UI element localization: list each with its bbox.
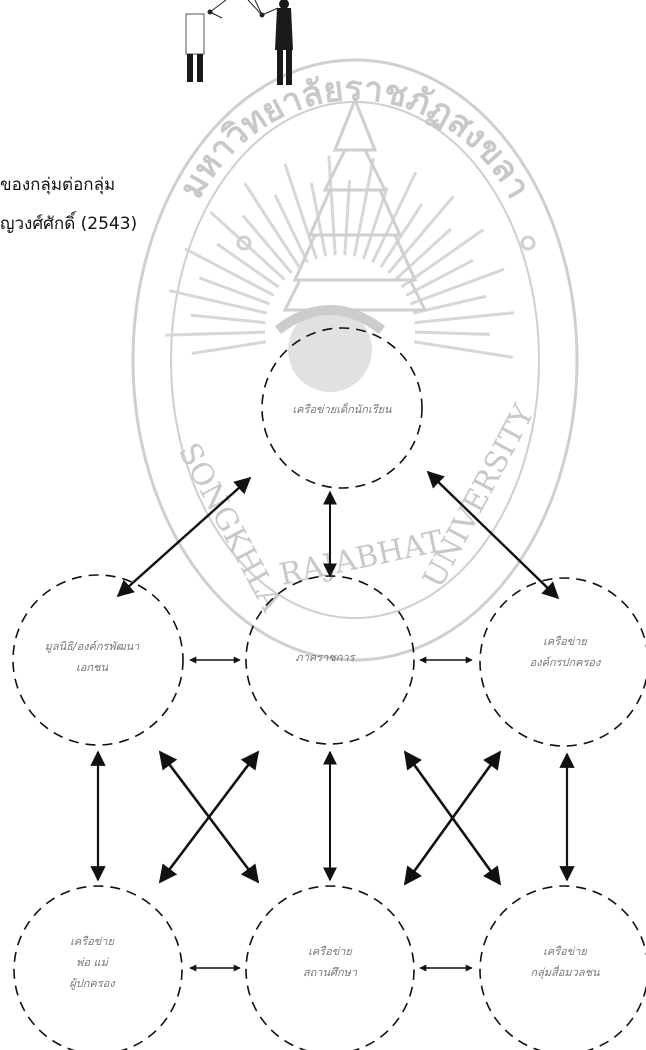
sun-ray: [190, 313, 266, 325]
emblem-disc: [288, 308, 372, 392]
crown-emblem: [282, 95, 428, 312]
people-figure-illustration: [185, 0, 293, 85]
node-top-left-circle: [12, 574, 184, 746]
sun-ray: [414, 311, 515, 325]
node-top-right-label: เครือข่าย องค์กรปกครอง: [529, 635, 601, 669]
sun-ray: [243, 182, 301, 268]
node-bottom-middle-label: เครือข่าย สถานศึกษา: [302, 945, 358, 979]
node-bottom-right-label: เครือข่าย กลุ่มสื่อมวลชน: [530, 945, 600, 979]
seal-dot-right: [520, 235, 536, 251]
sun-ray: [191, 340, 267, 355]
emblem-swirl: [274, 305, 386, 335]
node-bottom-middle-circle: [245, 885, 415, 1050]
sun-ray: [409, 267, 505, 306]
sun-ray: [169, 289, 268, 315]
node-top-middle-label: ภาคราชการ: [295, 651, 355, 664]
caption-line-1: ของกลุ่มต่อกลุ่ม: [0, 175, 116, 195]
seal-dot-left: [236, 235, 252, 251]
arrow-top-right-to-bottom-middle: [403, 750, 502, 886]
node-bottom-left-circle: [13, 885, 183, 1050]
sun-ray: [352, 157, 375, 257]
sun-ray: [309, 182, 328, 257]
node-center-circle: [261, 327, 423, 489]
sun-ray: [371, 171, 418, 264]
caption-line-2: ญวงศ์ศักดิ์ (2543): [0, 214, 138, 234]
arrow-center-to-top-left: [116, 476, 252, 598]
sun-ray: [327, 155, 337, 256]
sun-ray: [273, 194, 309, 264]
sun-ray: [216, 242, 280, 289]
seal-outer-ring: [131, 58, 579, 662]
sun-ray: [414, 330, 490, 336]
sun-ray: [387, 195, 455, 274]
sun-ray: [405, 259, 474, 297]
sun-ray: [165, 330, 266, 337]
sun-ray: [394, 227, 452, 281]
sun-ray: [343, 180, 352, 256]
node-bottom-right-circle: [479, 885, 646, 1050]
node-center-label: เครือข่ายเด็กนักเรียน: [292, 403, 392, 416]
node-top-left-label: มูลนิธิ/องค์กรพัฒนา เอกชน: [44, 640, 140, 674]
sun-ray: [198, 276, 271, 306]
sun-ray: [184, 247, 275, 297]
sun-ray: [241, 214, 293, 274]
arrow-top-middle-to-bottom-left: [158, 750, 260, 884]
node-top-right-circle: [479, 577, 646, 747]
node-bottom-left-label: เครือข่าย พ่อ แม่ ผู้ปกครอง: [69, 935, 115, 990]
sun-ray: [413, 340, 514, 359]
arrow-center-to-top-right: [426, 470, 560, 600]
